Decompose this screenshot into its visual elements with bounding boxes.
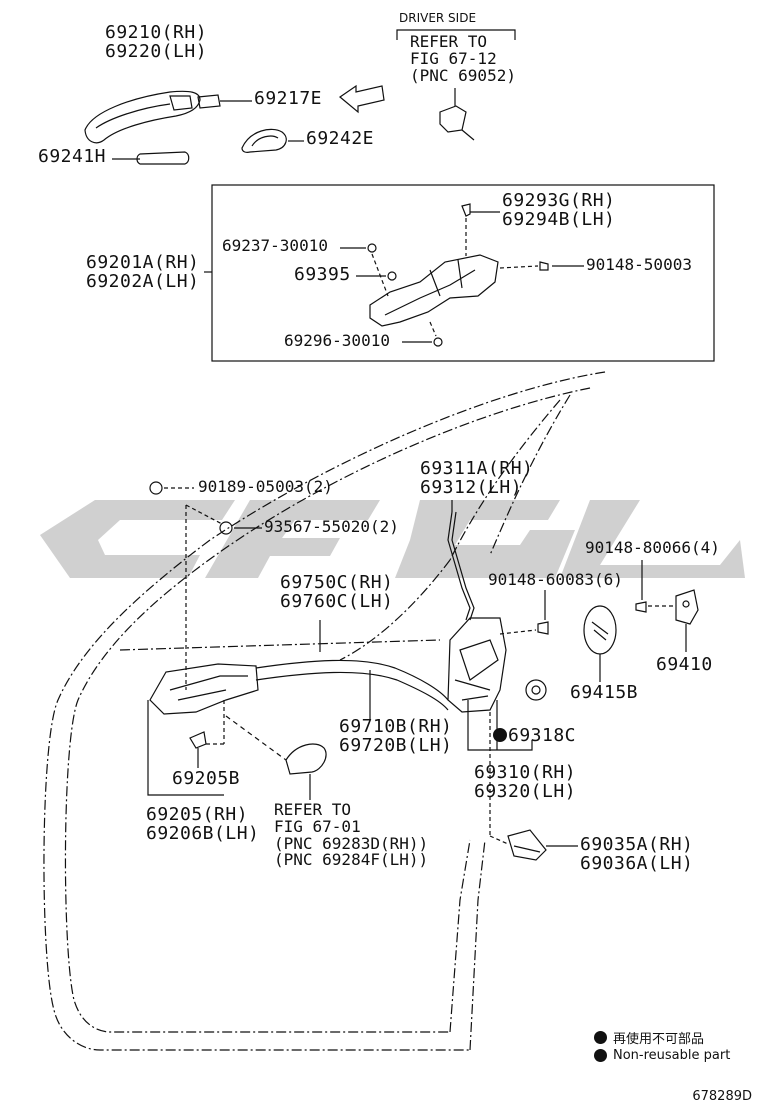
label-driver-side: DRIVER SIDE — [399, 11, 477, 25]
label-69710b: 69710B(RH) 69720B(LH) — [339, 716, 453, 756]
legend-en-text: Non-reusable part — [613, 1048, 731, 1063]
label-refer-fig-67-12: REFER TO FIG 67-12 (PNC 69052) — [410, 32, 516, 85]
label-69750c: 69750C(RH) 69760C(LH) — [280, 572, 394, 612]
frame-assembly — [369, 254, 499, 327]
control-cable — [255, 620, 449, 720]
legend-jp-text: 再使用不可部品 — [613, 1032, 705, 1047]
label-69035a: 69035A(RH) 69036A(LH) — [580, 834, 694, 874]
label-69242e: 69242E — [306, 128, 375, 149]
cover-69415b — [583, 605, 617, 655]
label-93567: 93567-55020(2) — [264, 517, 399, 536]
direction-arrow — [339, 84, 385, 114]
non-reusable-marker — [493, 728, 507, 742]
label-69205b: 69205B — [172, 768, 241, 789]
outside-handle — [84, 90, 201, 144]
label-69395: 69395 — [294, 264, 351, 285]
label-69217e: 69217E — [254, 88, 323, 109]
label-90148-80066: 90148-80066(4) — [585, 538, 720, 557]
striker-69410 — [675, 589, 699, 625]
label-69311a: 69311A(RH) 69312(LH) — [420, 458, 534, 498]
label-69205: 69205(RH) 69206B(LH) — [146, 804, 260, 844]
figure-number: 678289D — [692, 1089, 752, 1104]
legend-dot-icon — [594, 1031, 607, 1044]
label-90148-50003: 90148-50003 — [586, 255, 692, 274]
lock-cylinder — [439, 88, 475, 141]
label-90148-60083: 90148-60083(6) — [488, 570, 623, 589]
protector-69035a — [507, 829, 547, 861]
label-69310: 69310(RH) 69320(LH) — [474, 762, 577, 802]
pad-69241h — [136, 151, 190, 165]
driver-side-bracket — [396, 29, 516, 40]
pad-refer — [285, 743, 327, 775]
frame-box — [211, 184, 715, 362]
legend-jp: 再使用不可部品 — [594, 1028, 704, 1047]
lock-rod — [447, 511, 475, 621]
cap-69217e — [197, 94, 221, 109]
label-69237: 69237-30010 — [222, 236, 328, 255]
legend-dot-icon — [594, 1049, 607, 1062]
washer-69318c — [525, 679, 547, 701]
label-refer-fig-67-01: REFER TO FIG 67-01 (PNC 69283D(RH)) (PNC… — [274, 800, 429, 870]
inside-handle — [149, 663, 259, 715]
clip-69205b — [189, 731, 207, 749]
legend-en: Non-reusable part — [594, 1048, 730, 1063]
label-69415b: 69415B — [570, 682, 639, 703]
label-69296: 69296-30010 — [284, 331, 390, 350]
label-69241h: 69241H — [38, 146, 107, 167]
label-69293g: 69293G(RH) 69294B(LH) — [502, 190, 616, 230]
label-69201a: 69201A(RH) 69202A(LH) — [86, 252, 200, 292]
label-69318c: 69318C — [508, 725, 577, 746]
label-69210: 69210(RH) 69220(LH) — [105, 22, 208, 62]
gasket-69242e — [241, 128, 287, 153]
door-lock-assembly — [447, 617, 507, 713]
label-69410: 69410 — [656, 654, 713, 675]
door-outline — [43, 371, 606, 1051]
label-90189: 90189-05003(2) — [198, 477, 333, 496]
